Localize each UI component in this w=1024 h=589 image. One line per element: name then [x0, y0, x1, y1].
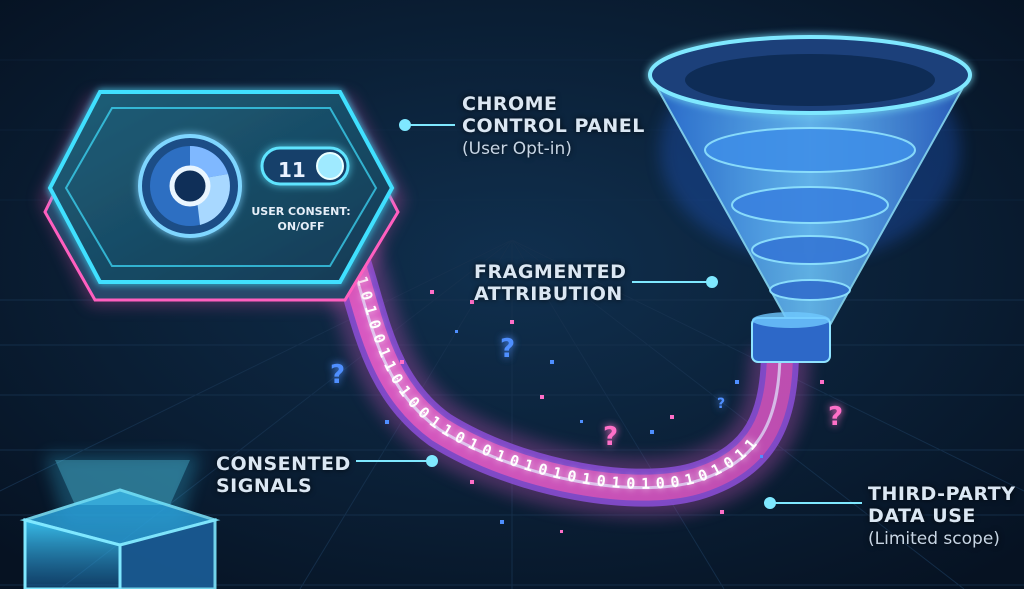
- panel-inner-border: [64, 107, 378, 267]
- attribution-funnel: [648, 35, 972, 363]
- funnel-ring-3: [751, 235, 869, 265]
- uncertainty-marks: ? ? ? ? ?: [330, 334, 843, 452]
- connector-third-dot: [764, 497, 776, 509]
- label-consent-line1: CONSENTED: [216, 453, 351, 475]
- pipe-highlight: [338, 229, 782, 490]
- toggle-knob: [316, 152, 344, 180]
- funnel-ring-1: [704, 127, 916, 173]
- toggle-value: 11: [278, 158, 306, 182]
- label-frag-line2: ATTRIBUTION: [474, 282, 623, 305]
- label-frag-line1: FRAGMENTED: [474, 261, 627, 283]
- funnel-ring-2: [731, 186, 889, 224]
- connector-frag-dot: [706, 276, 718, 288]
- data-cube: [19, 455, 221, 589]
- label-third-line1: THIRD-PARTY: [868, 483, 1016, 505]
- label-chrome-line1: CHROME: [462, 93, 558, 115]
- label-third-sub: (Limited scope): [868, 528, 1000, 549]
- label-third-party-data-use: THIRD-PARTY DATA USE (Limited scope): [868, 483, 1016, 549]
- question-mark-icon: ?: [500, 334, 515, 364]
- funnel-ring-4: [769, 279, 851, 301]
- funnel-inner: [685, 54, 935, 106]
- label-chrome-control-panel: CHROME CONTROL PANEL (User Opt-in): [462, 93, 645, 159]
- label-chrome-sub: (User Opt-in): [462, 138, 572, 159]
- chrome-control-panel: [40, 90, 405, 305]
- question-mark-icon: ?: [603, 422, 618, 452]
- connectors: [356, 119, 862, 509]
- connector-chrome-dot: [399, 119, 411, 131]
- label-third-line2: DATA USE: [868, 504, 976, 527]
- label-chrome-line2: CONTROL PANEL: [462, 114, 645, 137]
- consent-label: USER CONSENT: ON/OFF: [246, 205, 356, 235]
- question-mark-icon: ?: [330, 360, 345, 390]
- consent-toggle[interactable]: [260, 146, 350, 186]
- label-consent-line2: SIGNALS: [216, 474, 313, 497]
- funnel-spout-top: [752, 312, 830, 328]
- question-mark-icon: ?: [828, 402, 843, 432]
- particles: [385, 290, 824, 533]
- question-mark-icon: ?: [717, 396, 725, 412]
- consent-label-line1: USER CONSENT:: [251, 205, 351, 218]
- label-fragmented-attribution: FRAGMENTED ATTRIBUTION: [474, 261, 627, 306]
- connector-consent-dot: [426, 455, 438, 467]
- consent-label-line2: ON/OFF: [277, 219, 325, 233]
- chrome-logo-icon: [138, 134, 242, 238]
- label-consented-signals: CONSENTED SIGNALS: [216, 453, 351, 498]
